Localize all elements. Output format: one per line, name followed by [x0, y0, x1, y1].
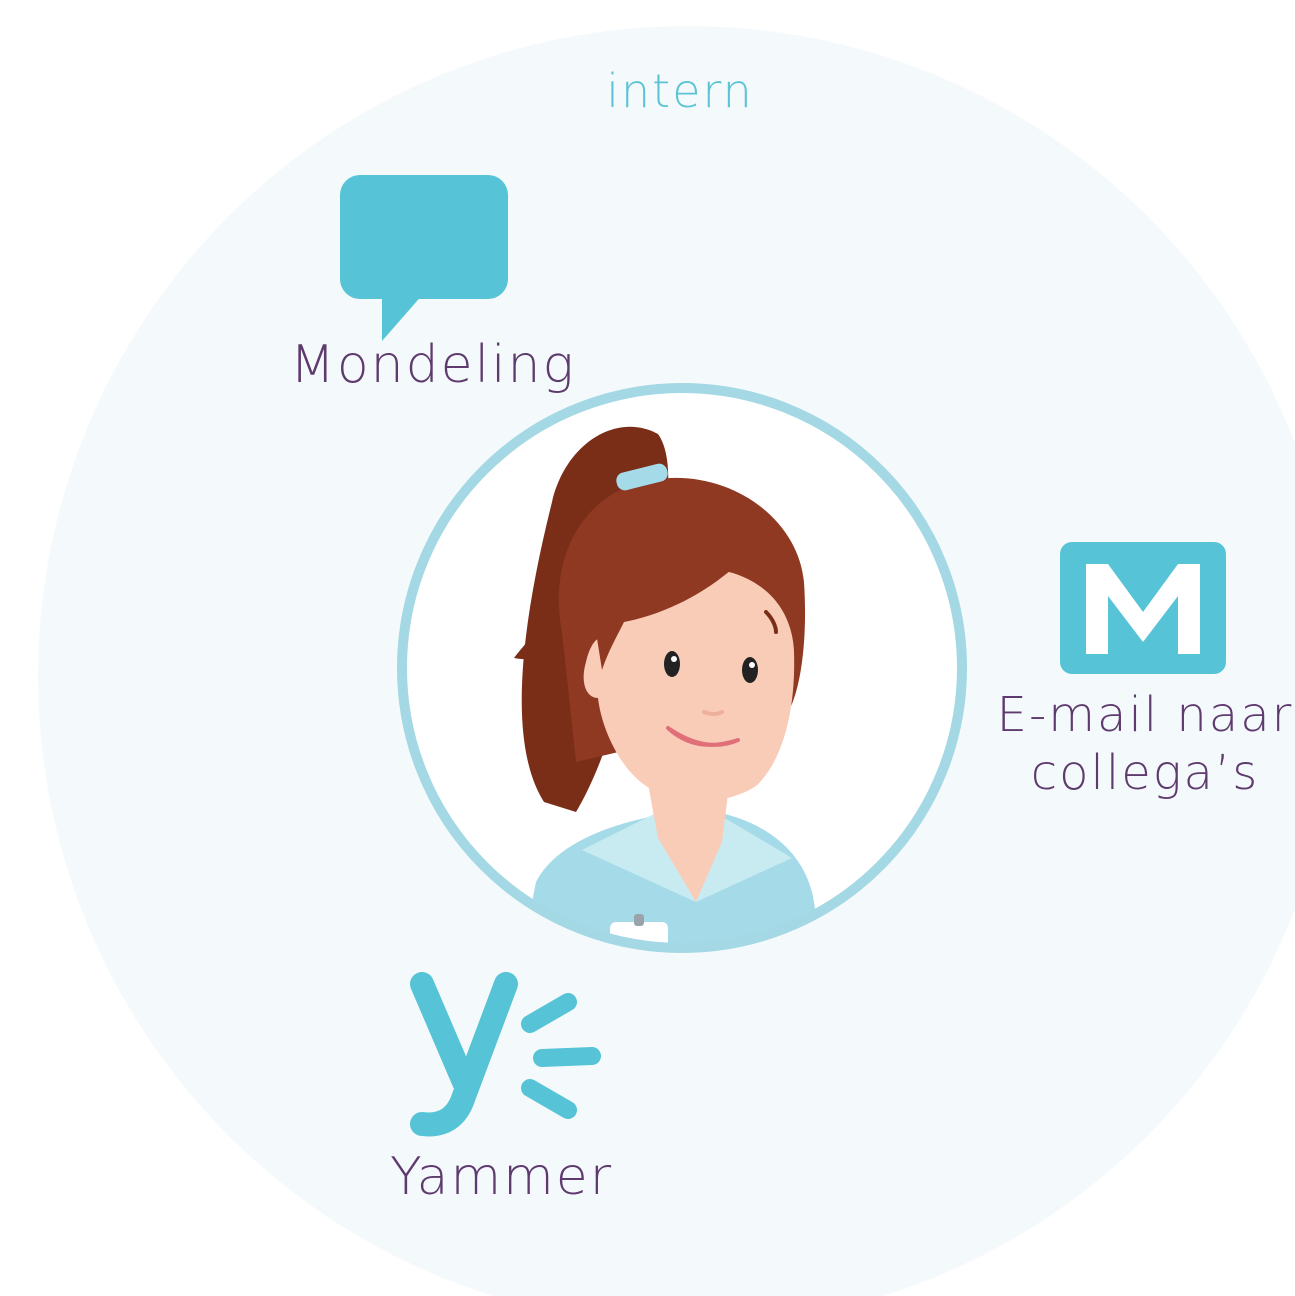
- channel-label-yammer: Yammer: [390, 1147, 614, 1207]
- channel-label-email-line1: E-mail naar: [996, 687, 1294, 743]
- nurse-avatar: [397, 383, 967, 953]
- channel-label-mondeling: Mondeling: [290, 335, 576, 395]
- speech-bubble-icon: [340, 175, 508, 341]
- yammer-logo-icon: [410, 972, 601, 1137]
- diagram-title: intern: [606, 64, 754, 118]
- channel-label-email: E-mail naar collega’s: [995, 686, 1295, 802]
- envelope-icon: [1060, 542, 1226, 674]
- channel-label-email-line2: collega’s: [1030, 745, 1260, 801]
